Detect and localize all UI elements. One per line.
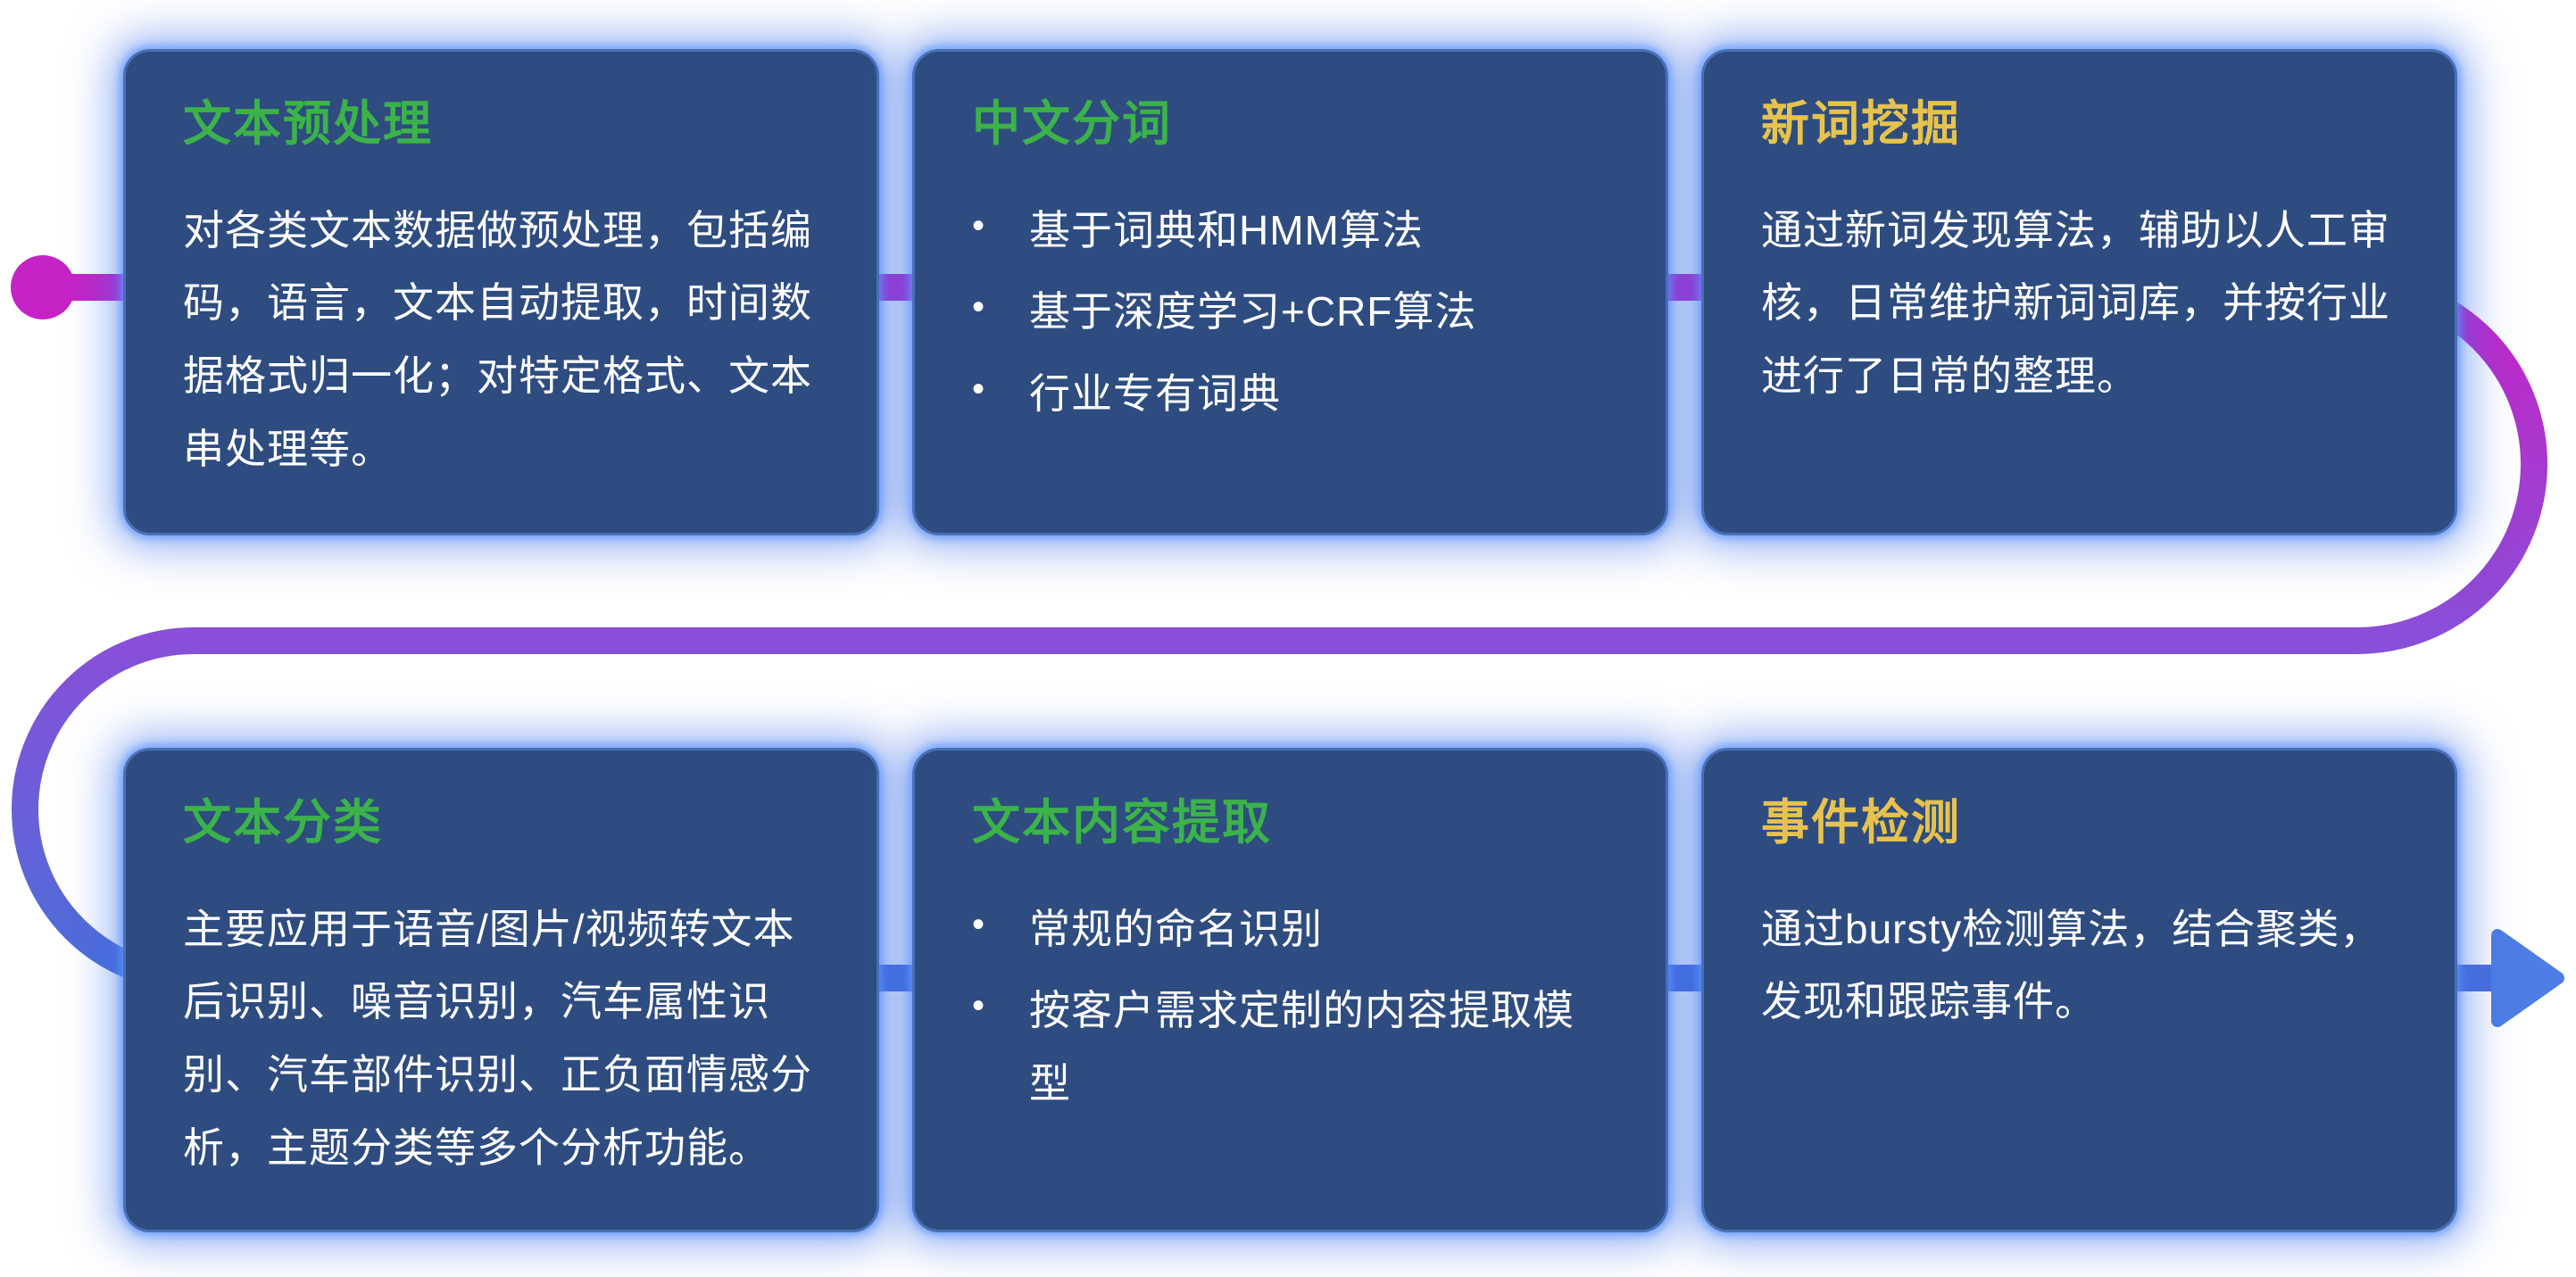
bullet-icon: • [972,904,986,944]
bullet-icon: • [972,369,986,410]
card-body: 主要应用于语音/图片/视频转文本后识别、噪音识别，汽车属性识别、汽车部件识别、正… [183,905,812,1172]
flow-line [12,274,2547,991]
card-body: 通过新词发现算法，辅助以人工审核，日常维护新词词库，并按行业进行了日常的整理。 [1761,206,2390,400]
card-event-detection: 事件检测 通过bursty检测算法，结合聚类，发现和跟踪事件。 [1701,748,2457,1232]
bullet-item: • 基于深度学习+CRF算法 [972,276,1608,349]
flow-arrow-icon [2491,929,2564,1027]
bullet-icon: • [972,287,986,328]
bullet-item: • 按客户需求定制的内容提取模型 [972,974,1608,1121]
card-text-content-extraction: 文本内容提取 • 常规的命名识别 • 按客户需求定制的内容提取模型 [912,748,1668,1232]
card-title: 文本预处理 [183,97,433,151]
flow-start-dot [11,255,75,319]
bullet-item: • 行业专有词典 [972,358,1608,431]
card-body: 通过bursty检测算法，结合聚类，发现和跟踪事件。 [1761,905,2382,1025]
card-title: 文本分类 [183,796,383,850]
card-text-classification: 文本分类 主要应用于语音/图片/视频转文本后识别、噪音识别，汽车属性识别、汽车部… [123,748,879,1232]
bullet-icon: • [972,986,986,1026]
card-text-preprocessing: 文本预处理 对各类文本数据做预处理，包括编码，语言，文本自动提取，时间数据格式归… [123,49,879,535]
card-title: 新词挖掘 [1761,97,1961,151]
bullet-list: • 基于词典和HMM算法 • 基于深度学习+CRF算法 • 行业专有词典 [972,195,1608,432]
card-new-word-mining: 新词挖掘 通过新词发现算法，辅助以人工审核，日常维护新词词库，并按行业进行了日常… [1701,49,2457,535]
bullet-icon: • [972,205,986,245]
bullet-list: • 常规的命名识别 • 按客户需求定制的内容提取模型 [972,893,1608,1122]
bullet-item: • 常规的命名识别 [972,893,1608,966]
bullet-text: 行业专有词典 [1029,370,1281,418]
card-title: 中文分词 [972,97,1172,151]
bullet-item: • 基于词典和HMM算法 [972,195,1608,268]
card-body: 对各类文本数据做预处理，包括编码，语言，文本自动提取，时间数据格式归一化；对特定… [183,206,812,473]
bullet-text: 按客户需求定制的内容提取模型 [1029,987,1575,1107]
bullet-text: 常规的命名识别 [1029,905,1323,952]
bullet-text: 基于深度学习+CRF算法 [1029,288,1477,336]
bullet-text: 基于词典和HMM算法 [1029,206,1424,253]
card-title: 事件检测 [1761,796,1961,850]
card-title: 文本内容提取 [972,796,1272,850]
card-chinese-word-segmentation: 中文分词 • 基于词典和HMM算法 • 基于深度学习+CRF算法 • 行业专有词… [912,49,1668,535]
